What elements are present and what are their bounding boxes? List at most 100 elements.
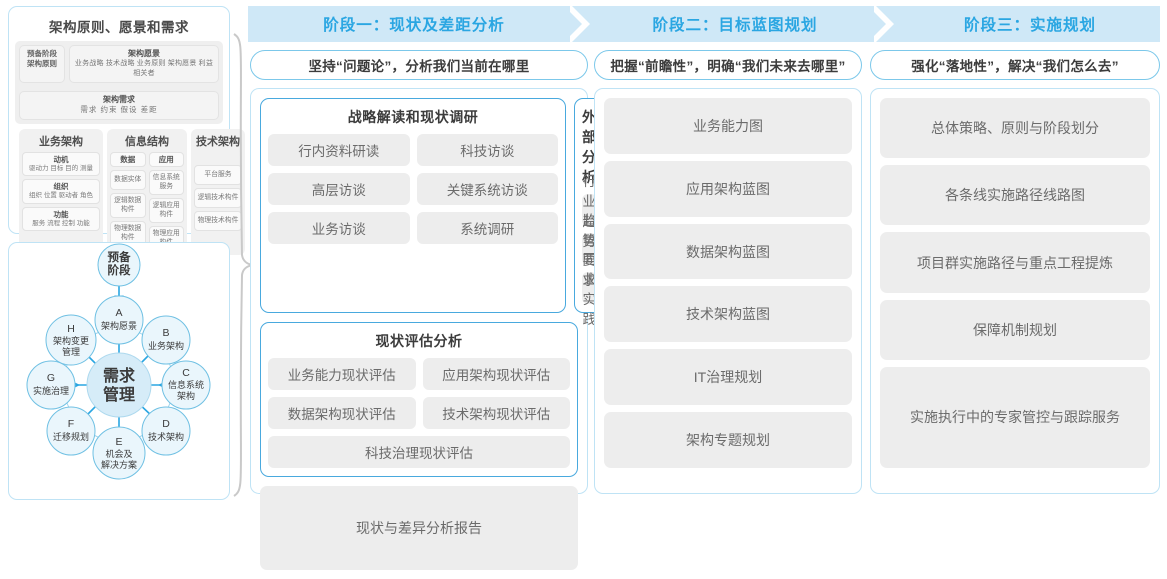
vision-title: 架构愿景: [128, 49, 160, 58]
adm-center-line1: 需求: [103, 366, 136, 385]
svg-text:A: A: [115, 307, 122, 319]
assessment-row-2: 数据架构现状评估 技术架构现状评估: [268, 397, 570, 429]
svg-text:F: F: [68, 418, 74, 430]
data-entity-cell: 数据实体: [110, 170, 146, 191]
chip-business-interview[interactable]: 业务访谈: [268, 212, 410, 244]
strategy-row-3: 业务访谈 系统调研: [268, 212, 558, 244]
adm-node-h: H 架构变更 管理: [45, 314, 97, 366]
info-data-group: 数据 数据实体 逻辑数据构件 物理数据构件: [110, 151, 146, 251]
logical-data-component-cell: 逻辑数据构件: [110, 193, 146, 219]
business-architecture-title: 业务架构: [39, 135, 83, 148]
vision-items: 业务战略 技术战略 业务原则 架构愿景 利益相关者: [74, 60, 214, 78]
adm-node-b: B 业务架构: [141, 315, 191, 365]
svg-text:H: H: [67, 323, 75, 335]
adm-center-line2: 管理: [103, 385, 135, 404]
left-column: 架构原则、愿景和需求 预备阶段 架构原则 架构愿景 业务战略 技术战略 业务原则…: [8, 6, 253, 500]
chip-business-capability-assessment[interactable]: 业务能力现状评估: [268, 358, 416, 390]
svg-text:架构: 架构: [177, 390, 195, 401]
adm-prep-line1: 预备: [108, 250, 131, 264]
svg-text:机会及: 机会及: [105, 448, 132, 459]
phase-subtitle-2: 把握“前瞻性”，明确“我们未来去哪里”: [594, 50, 862, 80]
svg-text:技术架构: 技术架构: [148, 431, 184, 442]
info-application-group: 应用 信息系统服务 逻辑应用构件 物理应用构件: [148, 151, 184, 252]
chip-program-implementation-path[interactable]: 项目群实施路径与重点工程提炼: [880, 232, 1150, 293]
chip-assurance-mechanism-plan[interactable]: 保障机制规划: [880, 299, 1150, 360]
adm-node-a: A 架构愿景: [94, 295, 144, 345]
adm-node-c: C 信息系统 架构: [161, 360, 211, 410]
chip-internal-docs[interactable]: 行内资料研读: [268, 134, 410, 166]
strategy-row-2: 高层访谈 关键系统访谈: [268, 173, 558, 205]
phase-banner-1: 阶段一：现状及差距分析: [248, 6, 580, 42]
chip-it-governance-plan[interactable]: IT治理规划: [604, 349, 852, 406]
framework-top-block: 预备阶段 架构原则 架构愿景 业务战略 技术战略 业务原则 架构愿景 利益相关者…: [15, 41, 223, 124]
prep-line1: 预备阶段: [27, 49, 57, 58]
phase-2-panel: 业务能力图 应用架构蓝图 数据架构蓝图 技术架构蓝图 IT治理规划 架构专题规划: [594, 88, 862, 494]
svg-text:架构变更: 架构变更: [53, 335, 89, 346]
chip-architecture-topic-plan[interactable]: 架构专题规划: [604, 412, 852, 468]
togaf-content-framework: 架构原则、愿景和需求 预备阶段 架构原则 架构愿景 业务战略 技术战略 业务原则…: [8, 6, 245, 304]
chip-tech-arch-blueprint[interactable]: 技术架构蓝图: [604, 286, 852, 343]
chip-data-arch-blueprint[interactable]: 数据架构蓝图: [604, 223, 852, 280]
external-analysis-title: 外部分析: [582, 109, 597, 185]
adm-prep-line2: 阶段: [108, 263, 131, 277]
prep-phase-cell: 预备阶段 架构原则: [19, 45, 65, 83]
chip-tech-interview[interactable]: 科技访谈: [416, 134, 558, 166]
phase-banner-bar: 阶段一：现状及差距分析 阶段二：目标蓝图规划 阶段三：实施规划: [248, 6, 1160, 42]
svg-text:C: C: [182, 367, 190, 379]
chip-it-governance-assessment[interactable]: 科技治理现状评估: [268, 436, 570, 468]
chip-key-system-interview[interactable]: 关键系统访谈: [416, 173, 558, 205]
business-architecture-column: 业务架构 动机 驱动力 目标 目的 测量 组织 组织 位置 驱动者 角色 功能 …: [19, 128, 103, 256]
chip-line-implementation-roadmap[interactable]: 各条线实施路径线路图: [880, 165, 1150, 226]
logical-application-component-cell: 逻辑应用构件: [148, 198, 184, 224]
chip-application-arch-blueprint[interactable]: 应用架构蓝图: [604, 160, 852, 217]
banner-background: [248, 6, 1160, 42]
phase-banner-3-label: 阶段三：实施规划: [963, 17, 1096, 34]
strategy-research-title: 战略解读和现状调研: [347, 109, 479, 125]
chip-tech-arch-assessment[interactable]: 技术架构现状评估: [422, 397, 570, 429]
framework-title: 架构原则、愿景和需求: [49, 20, 189, 35]
strategy-row-1: 行内资料研读 科技访谈: [268, 134, 558, 166]
requirements-title: 架构需求: [103, 94, 135, 104]
phase-banner-3: 阶段三：实施规划: [900, 6, 1160, 42]
chip-expert-control-tracking-service[interactable]: 实施执行中的专家管控与跟踪服务: [880, 366, 1150, 468]
information-structure-column: 信息结构 数据 数据实体 逻辑数据构件 物理数据构件 应用 信息系统服务 逻辑应…: [107, 128, 187, 256]
svg-text:架构愿景: 架构愿景: [101, 320, 137, 331]
chip-overall-strategy-principles[interactable]: 总体策略、原则与阶段划分: [880, 98, 1150, 159]
technology-architecture-column: 技术架构 平台服务 逻辑技术构件 物理技术构件: [191, 128, 245, 256]
adm-node-e: E 机会及 解决方案: [92, 426, 146, 480]
information-structure-title: 信息结构: [125, 135, 169, 148]
chip-business-capability-map[interactable]: 业务能力图: [604, 98, 852, 154]
phase-banner-1-label: 阶段一：现状及差距分析: [323, 17, 505, 34]
phase-subtitle-3-label: 强化“落地性”，解决“我们怎么去”: [911, 59, 1119, 74]
chip-system-research[interactable]: 系统调研: [416, 212, 558, 244]
prep-line2: 架构原则: [27, 59, 57, 69]
chip-application-arch-assessment[interactable]: 应用架构现状评估: [422, 358, 570, 390]
chip-data-arch-assessment[interactable]: 数据架构现状评估: [268, 397, 416, 429]
phase-banner-2-label: 阶段二：目标蓝图规划: [652, 17, 818, 34]
chip-exec-interview[interactable]: 高层访谈: [268, 173, 410, 205]
phase-subtitle-3: 强化“落地性”，解决“我们怎么去”: [870, 50, 1160, 80]
ba-cell-function: 功能 服务 流程 控制 功能: [22, 206, 100, 232]
chevron-separator-1-icon: [570, 6, 596, 42]
svg-text:实施治理: 实施治理: [33, 385, 69, 396]
chevron-separator-2-icon: [874, 6, 900, 42]
svg-text:迁移规划: 迁移规划: [53, 431, 89, 442]
adm-node-d: D 技术架构: [141, 406, 191, 456]
chip-regulatory-requirements[interactable]: 监管要求: [582, 213, 597, 288]
phase-1-panel: 战略解读和现状调研 行内资料研读 科技访谈 高层访谈 关键系统访谈 业务访谈 系…: [250, 88, 605, 570]
assessment-title: 现状评估分析: [375, 333, 463, 349]
adm-node-f: F 迁移规划: [46, 406, 96, 456]
ba-cell-motivation: 动机 驱动力 目标 目的 测量: [22, 151, 100, 177]
architecture-vision-cell: 架构愿景 业务战略 技术战略 业务原则 架构愿景 利益相关者: [69, 45, 219, 83]
technology-architecture-title: 技术架构: [196, 135, 240, 148]
phase-subtitle-1: 坚持“问题论”，分析我们当前在哪里: [250, 50, 588, 80]
phase1-top-row: 战略解读和现状调研 行内资料研读 科技访谈 高层访谈 关键系统访谈 业务访谈 系…: [260, 98, 605, 327]
svg-text:D: D: [162, 418, 170, 430]
adm-cycle-diagram: 预备 阶段 需求 管理 A 架构愿景 B 业务架构: [8, 242, 230, 500]
requirements-items: 需求 约束 假设 差距: [80, 105, 158, 115]
chip-peer-practice[interactable]: 同业实践: [582, 252, 597, 327]
phase-subtitle-2-label: 把握“前瞻性”，明确“我们未来去哪里”: [610, 59, 846, 74]
svg-text:G: G: [47, 372, 55, 384]
architecture-requirements-cell: 架构需求 需求 约束 假设 差距: [19, 90, 219, 120]
svg-text:B: B: [162, 327, 169, 339]
